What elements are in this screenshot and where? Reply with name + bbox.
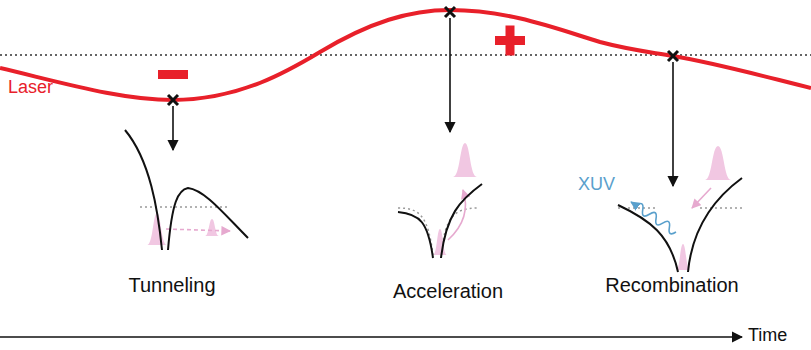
step-label: Recombination [605, 274, 738, 296]
laser-wave [0, 10, 811, 100]
step-label: Acceleration [393, 280, 503, 302]
cross-markers [168, 7, 678, 105]
time-axis [0, 336, 742, 338]
zero-line [0, 54, 811, 56]
tunneling-sketch [125, 130, 248, 250]
step-label: Tunneling [128, 274, 215, 296]
acceleration-sketch [398, 143, 482, 258]
recombination-sketch [618, 146, 742, 272]
xuv-label: XUV [578, 175, 615, 195]
laser-label: Laser [8, 78, 53, 98]
pointer-arrows [173, 18, 673, 186]
plus-sign [495, 26, 525, 56]
axis-label: Time [748, 326, 787, 346]
minus-sign [158, 70, 188, 79]
